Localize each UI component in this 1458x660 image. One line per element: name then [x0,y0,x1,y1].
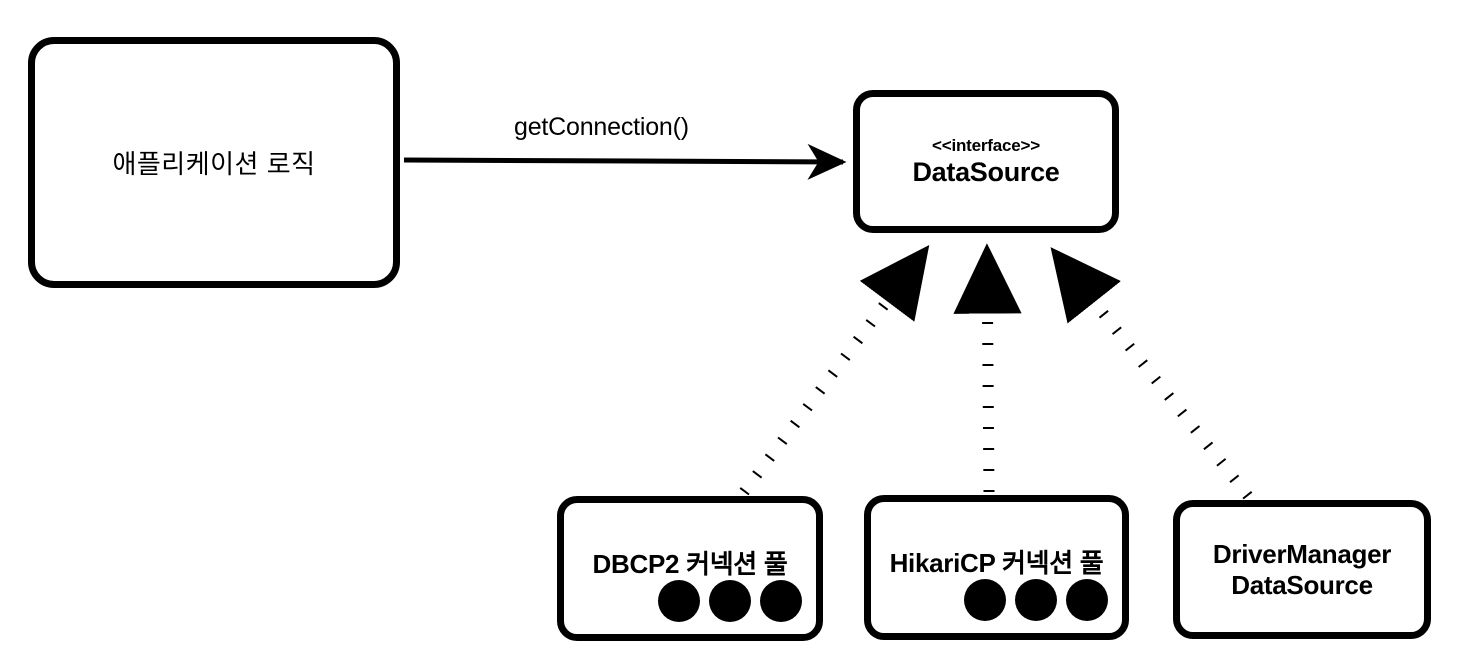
node-dbcp2-label: DBCP2 커넥션 풀 [592,549,788,579]
edge-realize-drivermanager [1050,247,1253,500]
connection-dot-icon [964,579,1006,621]
connection-dot-icon [709,580,751,622]
dbcp2-connection-dots [658,580,802,622]
node-dbcp2-connection-pool[interactable]: DBCP2 커넥션 풀 [557,496,823,641]
connection-dot-icon [658,580,700,622]
edge-realize-dbcp2 [739,244,930,496]
connection-dot-icon [1066,579,1108,621]
node-drivermanager-label-line2: DataSource [1231,569,1373,600]
edge-realize-hikaricp [953,243,1022,493]
node-drivermanager-label-line1: DriverManager [1212,538,1392,569]
node-drivermanager-datasource[interactable]: DriverManager DataSource [1173,500,1431,639]
hikaricp-connection-dots [964,579,1108,621]
connection-dot-icon [760,580,802,622]
node-datasource-interface[interactable]: <<interface>> DataSource [853,90,1119,233]
connection-dot-icon [1015,579,1057,621]
node-hikaricp-label: HikariCP 커넥션 풀 [889,548,1104,578]
node-datasource-label: DataSource [912,156,1060,187]
edge-getconnection [403,143,847,180]
node-application-logic[interactable]: 애플리케이션 로직 [28,37,400,288]
node-hikaricp-connection-pool[interactable]: HikariCP 커넥션 풀 [864,495,1129,640]
node-datasource-stereotype: <<interface>> [932,135,1040,155]
edge-label-getconnection: getConnection() [514,113,689,141]
node-application-logic-label: 애플리케이션 로직 [112,149,316,179]
